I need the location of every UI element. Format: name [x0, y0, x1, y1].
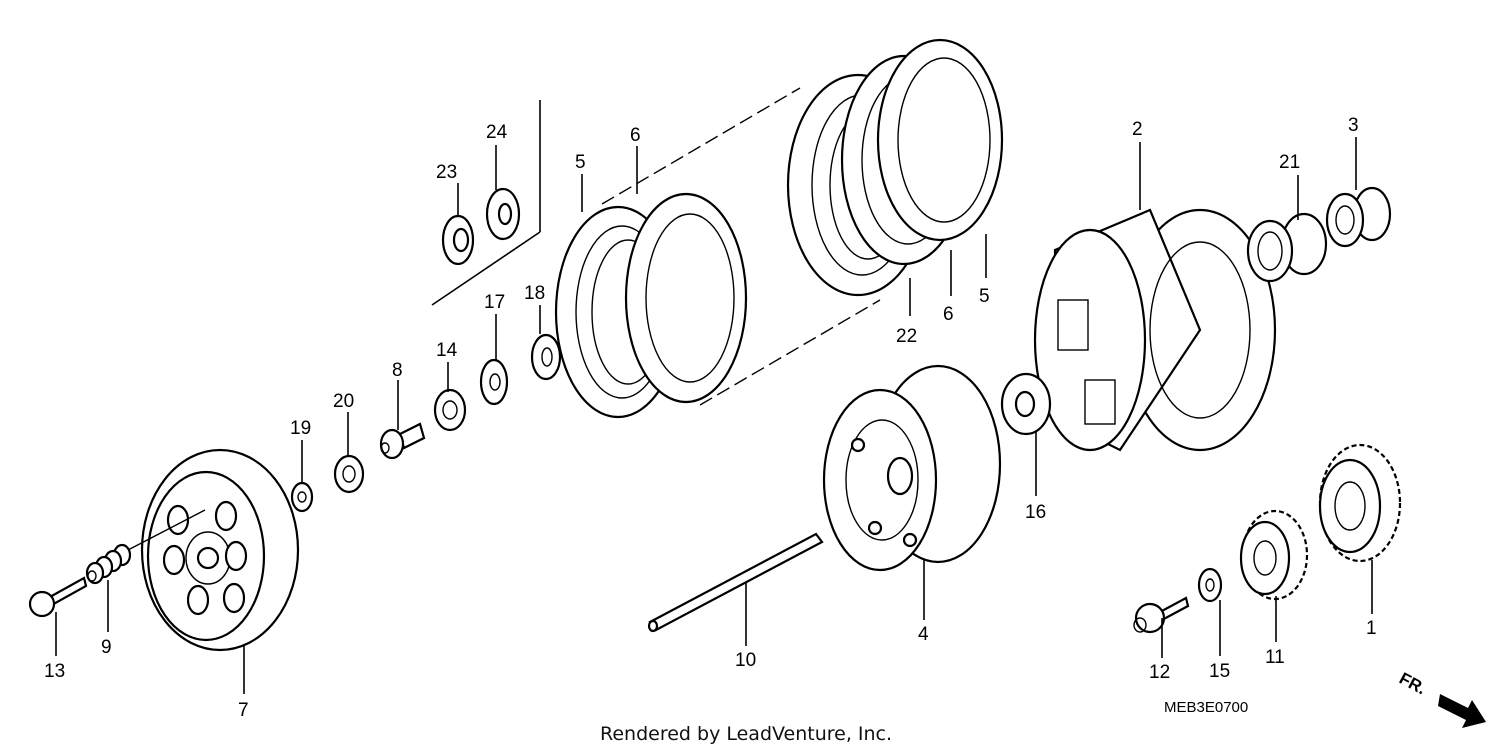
callout-12: 12 [1149, 662, 1170, 683]
callout-20: 20 [333, 391, 354, 412]
callout-21: 21 [1279, 152, 1300, 173]
kit-bracket [431, 100, 541, 306]
part-23-washer [441, 214, 475, 266]
part-10-push-rod [647, 532, 824, 633]
callout-14: 14 [436, 340, 458, 361]
part-7-pressure-plate [140, 448, 300, 652]
part-21-needle-bearing [1246, 212, 1328, 283]
callout-19: 19 [290, 418, 311, 439]
part-8-lifter-piece [379, 422, 426, 460]
callout-5-front: 5 [575, 152, 586, 173]
callout-17: 17 [484, 292, 505, 313]
callout-15: 15 [1209, 661, 1230, 682]
part-3-collar [1325, 186, 1392, 248]
part-5-friction-disk-rear [876, 38, 1004, 242]
part-16-thrust-washer [1000, 372, 1052, 436]
plate-stack-dashes [601, 87, 881, 406]
callout-9: 9 [101, 637, 112, 658]
part-20-bearing [333, 454, 365, 494]
part-17-lock-washer [479, 358, 509, 406]
front-label: FR. [1396, 669, 1429, 699]
callout-7: 7 [238, 700, 249, 721]
callout-3: 3 [1348, 115, 1359, 136]
part-24-lock-washer [485, 187, 521, 241]
part-4-clutch-center [822, 364, 1002, 572]
callout-6-rear: 6 [943, 304, 954, 325]
part-9-clutch-spring [85, 509, 206, 585]
diagram-code: MEB3E0700 [1164, 699, 1248, 716]
front-direction-indicator: FR. [1396, 669, 1486, 728]
part-12-bolt [1133, 596, 1190, 634]
callout-5-rear: 5 [979, 286, 990, 307]
callout-13: 13 [44, 661, 65, 682]
callout-18: 18 [524, 283, 545, 304]
part-18-washer [530, 333, 562, 381]
part-13-bolt [28, 576, 88, 618]
callout-8: 8 [392, 360, 403, 381]
callout-11: 11 [1265, 647, 1285, 668]
callout-labels: 24 23 5 6 22 6 5 2 21 3 17 18 14 8 20 19… [44, 115, 1377, 721]
callout-2: 2 [1132, 119, 1143, 140]
leader-lines [55, 137, 1373, 694]
part-19-washer [290, 481, 314, 513]
callout-6-front: 6 [630, 125, 641, 146]
callout-1: 1 [1366, 618, 1377, 639]
part-1-primary-gear [1318, 443, 1402, 563]
callout-24: 24 [486, 122, 508, 143]
part-11-oil-pump-drive-gear [1239, 509, 1309, 601]
part-6-clutch-plate-front [624, 192, 748, 404]
callout-22: 22 [896, 326, 917, 347]
callout-4: 4 [918, 624, 929, 645]
callout-23: 23 [436, 162, 457, 183]
render-credit: Rendered by LeadVenture, Inc. [600, 723, 892, 745]
part-14-lock-nut [433, 388, 467, 432]
callout-16: 16 [1025, 502, 1046, 523]
part-15-washer [1197, 567, 1223, 603]
callout-10: 10 [735, 650, 756, 671]
front-arrow-icon [1438, 694, 1486, 728]
part-2-clutch-outer [1033, 208, 1277, 452]
